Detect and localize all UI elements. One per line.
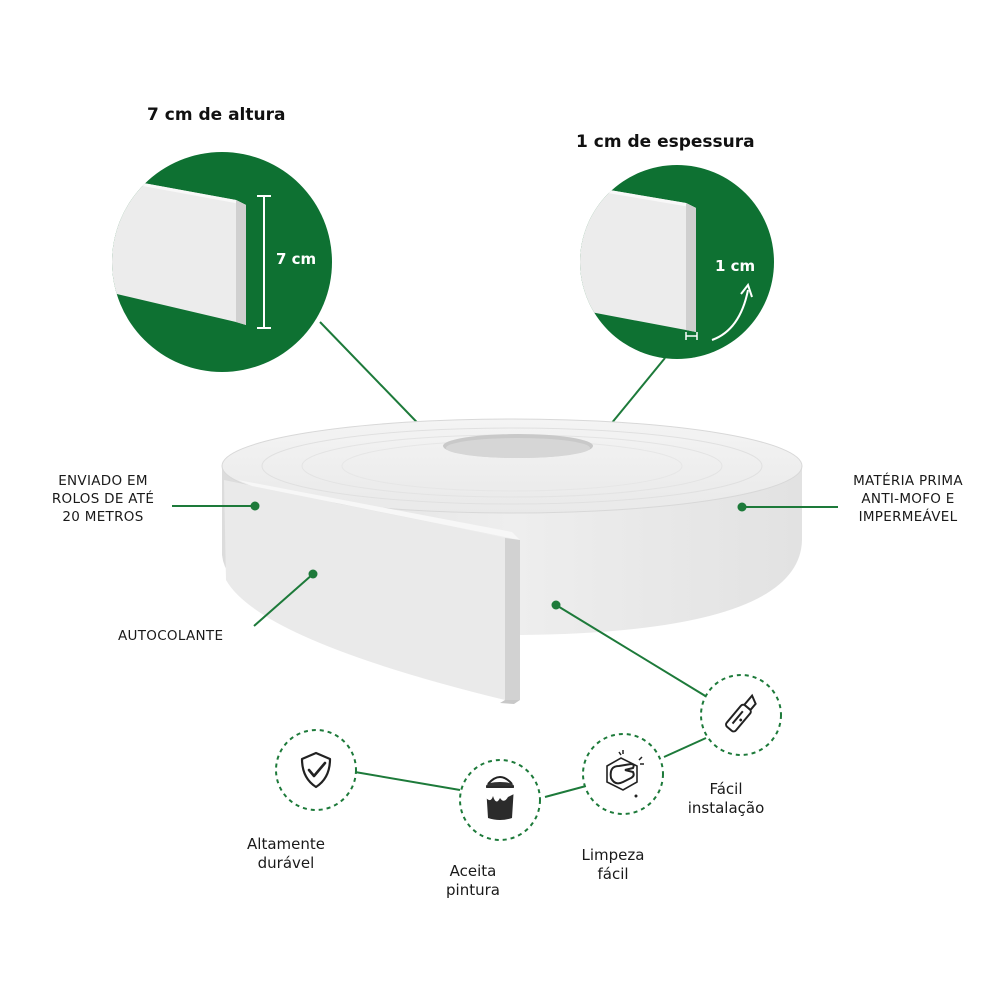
callout-dot bbox=[308, 569, 318, 579]
feature-label-installation: Fácil instalação bbox=[687, 780, 765, 817]
thickness-title: 1 cm de espessura bbox=[576, 132, 755, 152]
callout-rolls: ENVIADO EM ROLOS DE ATÉ 20 METROS bbox=[51, 473, 155, 525]
trim-roll bbox=[221, 418, 803, 704]
feature-label-paint: Aceita pintura bbox=[446, 862, 500, 899]
thickness-dimension-label: 1 cm bbox=[715, 257, 756, 275]
zoom-thickness-circle bbox=[580, 165, 774, 359]
cleaning-hand-icon bbox=[606, 750, 644, 798]
callout-dot bbox=[250, 501, 260, 511]
feature-circle bbox=[275, 729, 357, 811]
height-title: 7 cm de altura bbox=[147, 105, 286, 125]
callout-adhesive: AUTOCOLANTE bbox=[118, 628, 224, 644]
shield-check-icon bbox=[300, 751, 332, 789]
utility-knife-icon bbox=[725, 693, 757, 733]
feature-label-cleaning: Limpeza fácil bbox=[581, 846, 645, 883]
callout-material: MATÉRIA PRIMA ANTI-MOFO E IMPERMEÁVEL bbox=[853, 473, 963, 525]
arrow-icon bbox=[711, 289, 749, 341]
paint-bucket-icon bbox=[486, 776, 514, 820]
height-dimension-label: 7 cm bbox=[276, 250, 317, 268]
callout-dot bbox=[551, 600, 561, 610]
zoom-height-circle bbox=[112, 152, 332, 372]
feature-label-durable: Altamente durável bbox=[247, 835, 325, 872]
callout-dot bbox=[737, 502, 747, 512]
